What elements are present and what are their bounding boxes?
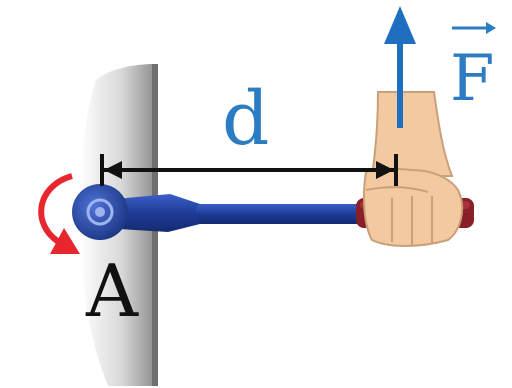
pivot-label: A: [85, 249, 139, 333]
vector-arrow-icon: [452, 22, 496, 34]
wrench-handle-bar: [196, 204, 366, 224]
distance-label: d: [222, 76, 269, 162]
curved-arrow-icon: [38, 173, 80, 254]
fist: [363, 167, 464, 247]
force-arrow-icon: [384, 6, 416, 128]
force-symbol: F: [450, 42, 494, 116]
forearm: [370, 91, 454, 177]
force-label: F: [450, 22, 496, 116]
hand: [363, 91, 464, 247]
distance-dimension: [100, 154, 398, 186]
